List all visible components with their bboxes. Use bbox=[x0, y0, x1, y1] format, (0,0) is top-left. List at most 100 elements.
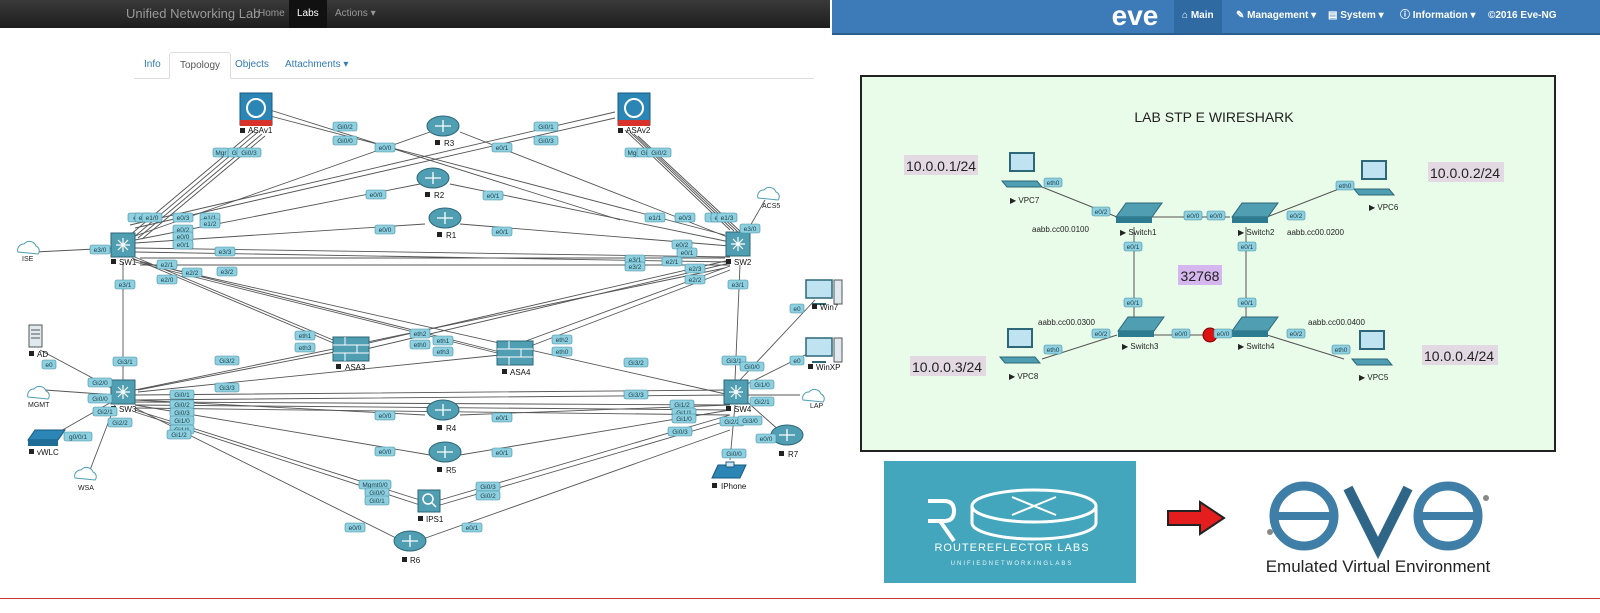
node-ad[interactable]: AD bbox=[28, 324, 48, 359]
interface-badge: e0/2 bbox=[1286, 210, 1306, 221]
svg-text:SW4: SW4 bbox=[734, 405, 752, 414]
svg-text:Gi0/1: Gi0/1 bbox=[369, 498, 385, 505]
svg-text:eth0: eth0 bbox=[1335, 347, 1348, 354]
unl-nav-labs[interactable]: Labs bbox=[289, 0, 327, 28]
unl-nav-home[interactable]: Home bbox=[258, 8, 285, 19]
interface-badge: e0/0 bbox=[365, 189, 387, 200]
interface-badge: Mgmt0/0 bbox=[358, 479, 392, 490]
interface-badge: e0/1 bbox=[491, 226, 513, 237]
node-switch3[interactable]: ▶ Switch3 bbox=[1117, 316, 1165, 351]
eve-tagline: Emulated Virtual Environment bbox=[1266, 557, 1491, 576]
node-sw1[interactable]: SW1 bbox=[110, 232, 137, 267]
eve-nav-system[interactable]: ▤ System ▾ bbox=[1328, 10, 1384, 21]
node-sw3[interactable]: SW3 bbox=[110, 379, 137, 414]
svg-text:Gi1/0: Gi1/0 bbox=[754, 382, 770, 389]
node-win7[interactable]: Win7 bbox=[805, 279, 843, 312]
node-vwlc[interactable]: vWLC bbox=[27, 429, 66, 457]
svg-text:eth1: eth1 bbox=[299, 333, 312, 340]
interface-badge: eth0 bbox=[409, 339, 431, 350]
interface-badge: Gi0/3 bbox=[236, 147, 262, 158]
tab-objects[interactable]: Objects bbox=[235, 59, 269, 70]
interface-badge: e0/0 bbox=[374, 410, 396, 421]
svg-text:ASAv2: ASAv2 bbox=[626, 126, 651, 135]
node-vpc8[interactable]: ▶ VPC8 bbox=[998, 328, 1042, 381]
eve-nav-information[interactable]: ⓘ Information ▾ bbox=[1400, 10, 1476, 21]
eve-nav-main[interactable]: ⌂ Main bbox=[1174, 0, 1222, 33]
svg-text:vWLC: vWLC bbox=[37, 448, 59, 457]
node-sw2[interactable]: SW2 bbox=[725, 231, 752, 267]
interface-badge: e0/1 bbox=[1123, 297, 1143, 308]
node-r5[interactable]: R5 bbox=[428, 441, 462, 475]
node-vpc5[interactable]: ▶ VPC5 bbox=[1350, 330, 1394, 382]
svg-text:IPhone: IPhone bbox=[721, 482, 747, 491]
interface-badge: Gi2/1 bbox=[92, 406, 118, 417]
interface-badge: Gi0/3 bbox=[475, 481, 501, 492]
mac-switch4: aabb.cc00.0400 bbox=[1308, 318, 1365, 327]
interface-badge: Gi3/2 bbox=[214, 355, 240, 366]
interface-badge: e0/0 bbox=[1183, 210, 1203, 221]
svg-text:Gi3/0: Gi3/0 bbox=[742, 418, 758, 425]
node-asav1[interactable]: ASAv1 bbox=[239, 92, 273, 135]
interface-badge: eth1 bbox=[432, 335, 454, 346]
svg-text:e0/1: e0/1 bbox=[487, 193, 500, 200]
interface-badge: Gi0/0 bbox=[721, 448, 747, 459]
ip-vpc5: 10.0.0.4/24 bbox=[1424, 348, 1494, 364]
unl-topology-canvas[interactable]: ASAv1 ASAv2 R3 R2 R1 R4 R5 bbox=[0, 80, 850, 590]
node-vpc7[interactable]: ▶ VPC7 bbox=[1000, 152, 1044, 205]
interface-badge: eth0 bbox=[551, 346, 573, 357]
node-wsa[interactable]: WSA bbox=[74, 466, 97, 492]
svg-text:Gi0/0: Gi0/0 bbox=[726, 451, 742, 458]
node-asa4[interactable]: ASA4 bbox=[496, 340, 534, 377]
node-ise[interactable]: ISE bbox=[17, 240, 40, 263]
node-r1[interactable]: R1 bbox=[428, 207, 462, 240]
node-vpc6[interactable]: ▶ VPC6 bbox=[1352, 160, 1399, 212]
tab-info[interactable]: Info bbox=[144, 59, 161, 70]
node-asa3[interactable]: ASA3 bbox=[332, 336, 370, 372]
interface-badge: e3/0 bbox=[739, 223, 761, 234]
node-switch4[interactable]: ▶ Switch4 bbox=[1231, 316, 1279, 351]
node-acs5[interactable]: ACS5 bbox=[757, 186, 781, 210]
node-iphone[interactable]: IPhone bbox=[711, 461, 747, 491]
interface-badge: e2/2 bbox=[684, 274, 706, 285]
interface-badge: e0 bbox=[789, 303, 805, 314]
node-switch2[interactable]: ▶ Switch2 bbox=[1231, 202, 1279, 237]
tab-attachments[interactable]: Attachments ▾ bbox=[285, 59, 349, 70]
svg-text:ASAv1: ASAv1 bbox=[248, 126, 273, 135]
unl-nav-actions[interactable]: Actions ▾ bbox=[335, 8, 376, 19]
footer-divider bbox=[0, 598, 1600, 599]
mac-switch2: aabb.cc00.0200 bbox=[1287, 228, 1344, 237]
node-r3[interactable]: R3 bbox=[426, 115, 460, 148]
node-sw4[interactable]: SW4 bbox=[723, 379, 752, 414]
node-switch1[interactable]: ▶ Switch1 bbox=[1115, 202, 1163, 237]
svg-text:e0/0: e0/0 bbox=[1187, 213, 1200, 220]
node-r6[interactable]: R6 bbox=[393, 530, 427, 565]
stp-lab-canvas[interactable]: LAB STP E WIRESHARK 10.0.0.1/24 10.0.0.2… bbox=[862, 77, 1554, 450]
svg-text:WinXP: WinXP bbox=[816, 363, 840, 372]
svg-text:Gi: Gi bbox=[641, 150, 648, 157]
svg-text:ACS5: ACS5 bbox=[762, 203, 780, 210]
stp-lab-title: LAB STP E WIRESHARK bbox=[1134, 109, 1294, 125]
svg-text:e0/1: e0/1 bbox=[1127, 300, 1140, 307]
node-r4[interactable]: R4 bbox=[426, 399, 460, 433]
node-winxp[interactable]: WinXP bbox=[805, 337, 843, 372]
svg-text:Gi0/1: Gi0/1 bbox=[538, 124, 554, 131]
node-asav2[interactable]: ASAv2 bbox=[617, 92, 651, 135]
svg-text:e0/2: e0/2 bbox=[1095, 209, 1108, 216]
eve-nav-management[interactable]: ✎ Management ▾ bbox=[1236, 10, 1317, 21]
interface-badge: Gi0/3 bbox=[169, 407, 195, 418]
interface-badge: e0/0 bbox=[1213, 328, 1233, 339]
eve-logo[interactable]: eve bbox=[1095, 0, 1175, 33]
node-r2[interactable]: R2 bbox=[416, 167, 450, 200]
priority-bg bbox=[1178, 265, 1222, 285]
node-lap[interactable]: LAP bbox=[802, 388, 825, 410]
node-ips1[interactable]: IPS1 bbox=[417, 489, 444, 524]
node-mgmt[interactable]: MGMT bbox=[27, 385, 50, 409]
tab-topology[interactable]: Topology bbox=[169, 52, 232, 79]
svg-text:R1: R1 bbox=[446, 231, 457, 240]
interface-badge: e0 bbox=[41, 359, 57, 370]
arrow-right-icon bbox=[1167, 500, 1226, 536]
unl-brand[interactable]: Unified Networking Lab bbox=[126, 6, 261, 21]
interface-badge: e0/0 bbox=[1171, 328, 1191, 339]
